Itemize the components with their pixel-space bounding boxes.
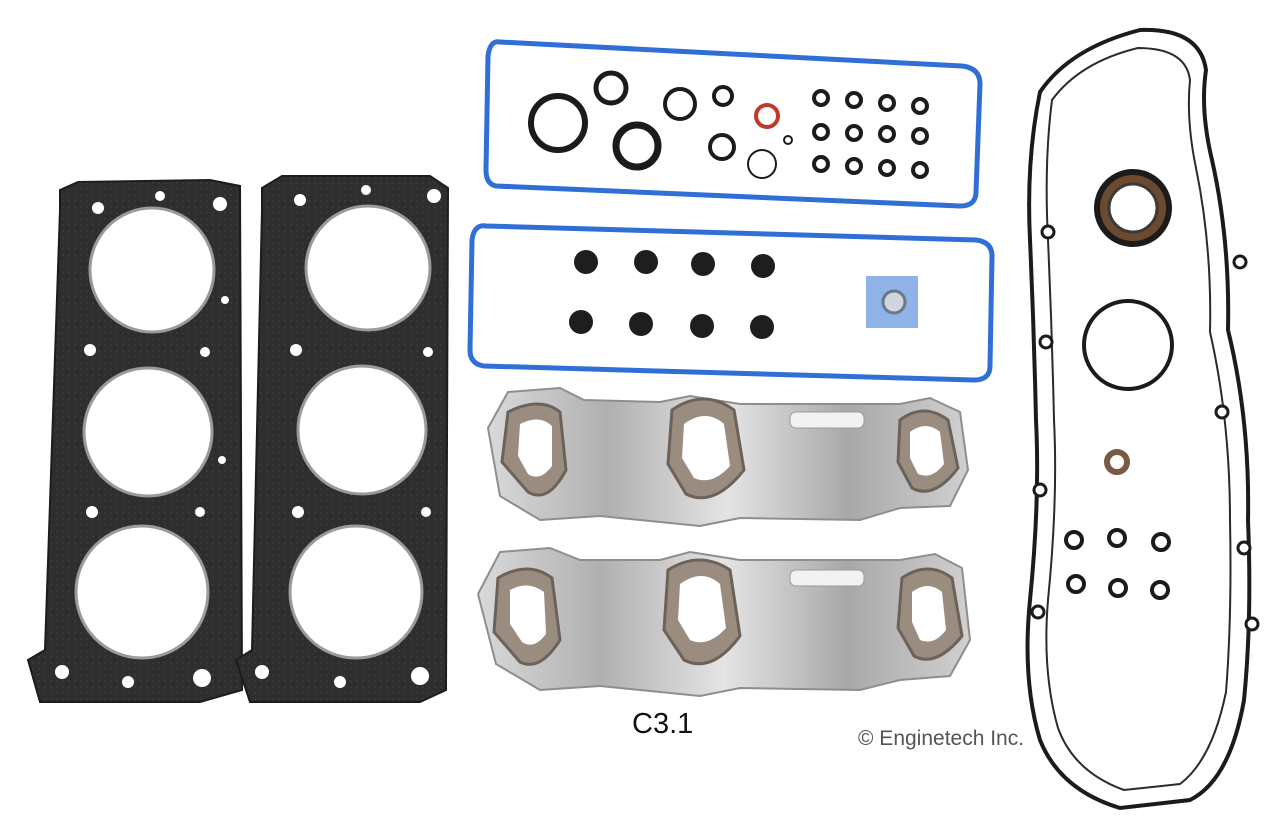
exhaust-manifold-gasket-upper <box>486 386 970 528</box>
kit-code-label: C3.1 <box>632 708 694 740</box>
head-gasket-left <box>26 178 244 703</box>
valve-cover-gasket-top <box>483 39 983 209</box>
valve-cover-gasket-bottom <box>467 223 995 383</box>
cover-gasket-right <box>1025 27 1260 811</box>
exhaust-manifold-gasket-lower <box>476 546 972 698</box>
head-gasket-right <box>234 175 450 703</box>
copyright-label: © Enginetech Inc. <box>858 727 1025 750</box>
